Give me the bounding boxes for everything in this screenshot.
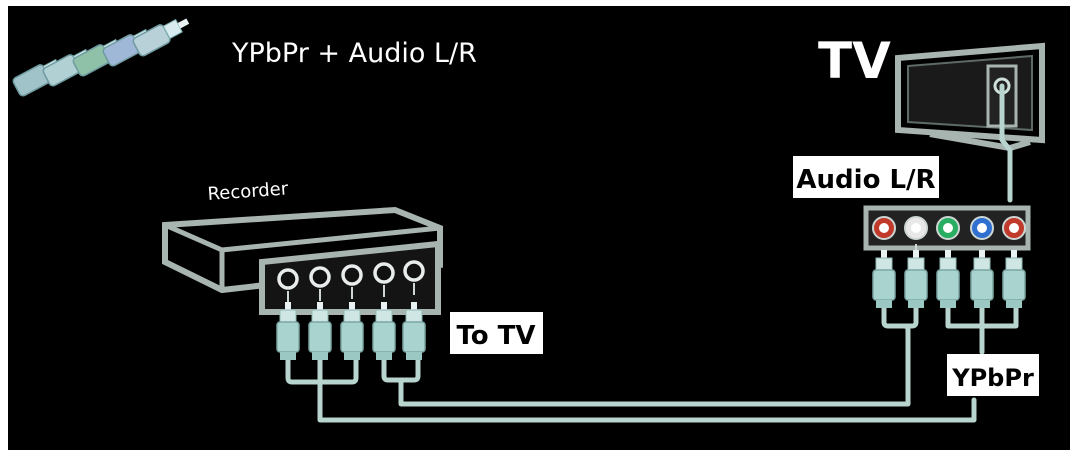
- plug-pin: [285, 302, 291, 310]
- ypbpr-label: YPbPr: [951, 364, 1034, 392]
- audio-lr-label-box: [793, 156, 939, 198]
- plug-collar: [1005, 257, 1023, 271]
- plug-body: [340, 321, 364, 353]
- plug-strain-relief: [312, 352, 328, 360]
- plug-strain-relief: [406, 352, 422, 360]
- plug-strain-relief: [876, 300, 892, 308]
- plug-collar: [375, 309, 393, 323]
- tv-jack-center: [977, 223, 987, 233]
- plug-icon-collar: [162, 18, 183, 40]
- recorder-jack: [373, 262, 395, 284]
- plug-collar: [973, 257, 991, 271]
- plug-collar: [939, 257, 957, 271]
- plug-icon-part: [132, 18, 190, 57]
- plug-strain-relief: [1006, 300, 1022, 308]
- recorder-jack: [341, 264, 363, 286]
- tv-label: TV: [818, 32, 891, 90]
- tv-plug: [936, 250, 960, 308]
- tv-jack-center: [943, 223, 953, 233]
- recorder-plug: [276, 302, 300, 360]
- tv-jack-panel: [863, 205, 1031, 254]
- plug-pin: [945, 250, 951, 258]
- to-tv-label-box: [450, 312, 543, 354]
- cable: [901, 303, 919, 329]
- plug-body: [936, 269, 960, 301]
- plug-strain-relief: [376, 352, 392, 360]
- plug-collar: [311, 309, 329, 323]
- plug-body: [276, 321, 300, 353]
- plug-pin: [411, 302, 417, 310]
- audio-lr-label: Audio L/R: [796, 165, 935, 195]
- tv-jack-center: [879, 223, 889, 233]
- plug-pin: [1011, 250, 1017, 258]
- recorder-jack: [403, 260, 425, 282]
- plug-strain-relief: [344, 352, 360, 360]
- plug-collar: [279, 309, 297, 323]
- plug-pin: [979, 250, 985, 258]
- plug-collar: [907, 257, 925, 271]
- cable: [317, 355, 977, 423]
- plug-collar: [875, 257, 893, 271]
- cables: [285, 83, 1019, 423]
- recorder-jack: [277, 268, 299, 290]
- plug-pin: [317, 302, 323, 310]
- plug-pin: [913, 250, 919, 258]
- tv-plugs: [872, 250, 1026, 308]
- plug-body: [970, 269, 994, 301]
- recorder-plug: [402, 302, 426, 360]
- tv-plug: [904, 250, 928, 308]
- tv-plug: [872, 250, 896, 308]
- recorder-plug: [372, 302, 396, 360]
- plug-strain-relief: [974, 300, 990, 308]
- plug-body: [904, 269, 928, 301]
- plug-strain-relief: [280, 352, 296, 360]
- recorder-box-icon: [162, 206, 443, 315]
- tv-jack-center: [1009, 223, 1019, 233]
- recorder-plug: [340, 302, 364, 360]
- plug-pin: [349, 302, 355, 310]
- recorder-plug: [308, 302, 332, 360]
- cable: [999, 83, 1013, 203]
- plug-body: [872, 269, 896, 301]
- component-av-plugs-icon: [12, 18, 190, 97]
- plug-strain-relief: [940, 300, 956, 308]
- ypbpr-label-box: [947, 354, 1039, 396]
- to-tv-label: To TV: [456, 321, 535, 351]
- plug-body: [308, 321, 332, 353]
- plug-body: [372, 321, 396, 353]
- plug-body: [402, 321, 426, 353]
- plug-pin: [881, 250, 887, 258]
- tv-plug: [1002, 250, 1026, 308]
- plug-pin: [381, 302, 387, 310]
- plug-body: [1002, 269, 1026, 301]
- recorder-plugs: [276, 302, 426, 360]
- plug-strain-relief: [908, 300, 924, 308]
- plug-icon-pin: [177, 18, 190, 29]
- plug-collar: [343, 309, 361, 323]
- tv-jack-center: [911, 223, 921, 233]
- plug-collar: [405, 309, 423, 323]
- tv-plug: [970, 250, 994, 308]
- recorder-jack: [309, 266, 331, 288]
- header-title: YPbPr + Audio L/R: [231, 38, 477, 69]
